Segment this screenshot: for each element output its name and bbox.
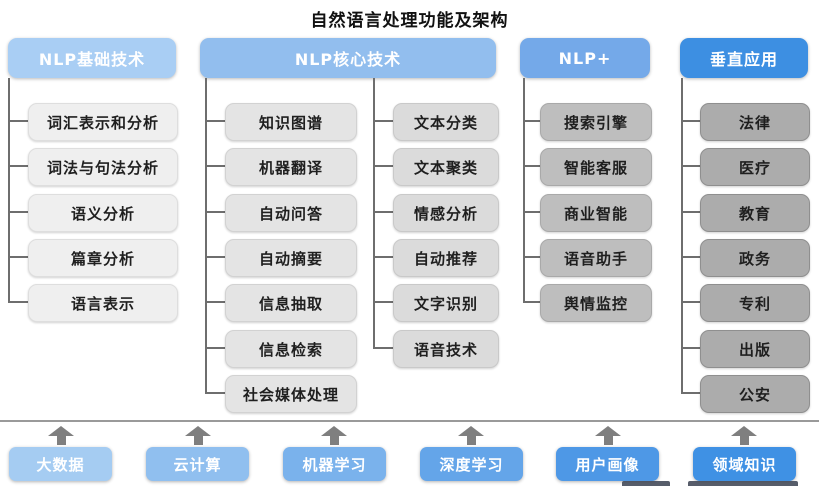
connector-line [523,165,540,167]
node-box: 词法与句法分析 [28,148,178,186]
connector-line [681,211,700,213]
connector-line [8,165,28,167]
connector-line [373,256,393,258]
header-vertical-apps: 垂直应用 [680,38,808,78]
node-box: 机器翻译 [225,148,357,186]
node-box: 政务 [700,239,810,277]
connector-line [373,347,393,349]
node-box: 知识图谱 [225,103,357,141]
up-arrow-icon [321,426,347,445]
node-box: 自动推荐 [393,239,499,277]
node-box: 文本聚类 [393,148,499,186]
up-arrow-icon [458,426,484,445]
diagram-title: 自然语言处理功能及架构 [310,11,509,31]
connector-line [205,256,225,258]
connector-line [205,211,225,213]
separator-line [0,420,819,422]
node-box: 医疗 [700,148,810,186]
node-box: 专利 [700,284,810,322]
connector-line [205,165,225,167]
connector-line [523,120,540,122]
connector-line [523,78,525,302]
connector-line [681,256,700,258]
node-box: 教育 [700,194,810,232]
foundation-box: 机器学习 [283,447,386,481]
connector-line [8,211,28,213]
connector-line [373,301,393,303]
connector-line [373,120,393,122]
connector-line [373,78,375,348]
node-box: 社会媒体处理 [225,375,357,413]
foundation-box: 大数据 [9,447,112,481]
connector-line [681,301,700,303]
node-box: 商业智能 [540,194,652,232]
node-box: 语音技术 [393,330,499,368]
node-box: 文字识别 [393,284,499,322]
connector-line [8,301,28,303]
node-box: 篇章分析 [28,239,178,277]
node-box: 法律 [700,103,810,141]
node-box: 情感分析 [393,194,499,232]
up-arrow-icon [595,426,621,445]
node-box: 词汇表示和分析 [28,103,178,141]
node-box: 文本分类 [393,103,499,141]
node-box: 公安 [700,375,810,413]
connector-line [523,256,540,258]
node-box: 语言表示 [28,284,178,322]
connector-line [205,392,225,394]
connector-line [8,256,28,258]
node-box: 舆情监控 [540,284,652,322]
connector-line [681,165,700,167]
connector-line [373,165,393,167]
connector-line [681,120,700,122]
header-nlp-foundation: NLP基础技术 [8,38,176,78]
up-arrow-icon [731,426,757,445]
node-box: 信息抽取 [225,284,357,322]
foundation-box: 用户画像 [556,447,659,481]
up-arrow-icon [48,426,74,445]
header-nlp-plus: NLP+ [520,38,650,78]
connector-line [205,120,225,122]
connector-line [373,211,393,213]
node-box: 信息检索 [225,330,357,368]
node-box: 语音助手 [540,239,652,277]
connector-line [8,78,10,302]
foundation-box: 云计算 [146,447,249,481]
node-box: 出版 [700,330,810,368]
foundation-box: 深度学习 [420,447,523,481]
connector-line [681,78,683,393]
node-box: 自动摘要 [225,239,357,277]
header-nlp-core: NLP核心技术 [200,38,496,78]
up-arrow-icon [185,426,211,445]
connector-line [205,301,225,303]
node-box: 智能客服 [540,148,652,186]
watermark-fragment [622,481,670,486]
connector-line [681,392,700,394]
connector-line [205,78,207,393]
connector-line [681,347,700,349]
connector-line [523,301,540,303]
node-box: 自动问答 [225,194,357,232]
foundation-box: 领域知识 [693,447,796,481]
connector-line [205,347,225,349]
connector-line [523,211,540,213]
watermark-fragment [688,481,798,486]
node-box: 语义分析 [28,194,178,232]
connector-line [8,120,28,122]
node-box: 搜索引擎 [540,103,652,141]
